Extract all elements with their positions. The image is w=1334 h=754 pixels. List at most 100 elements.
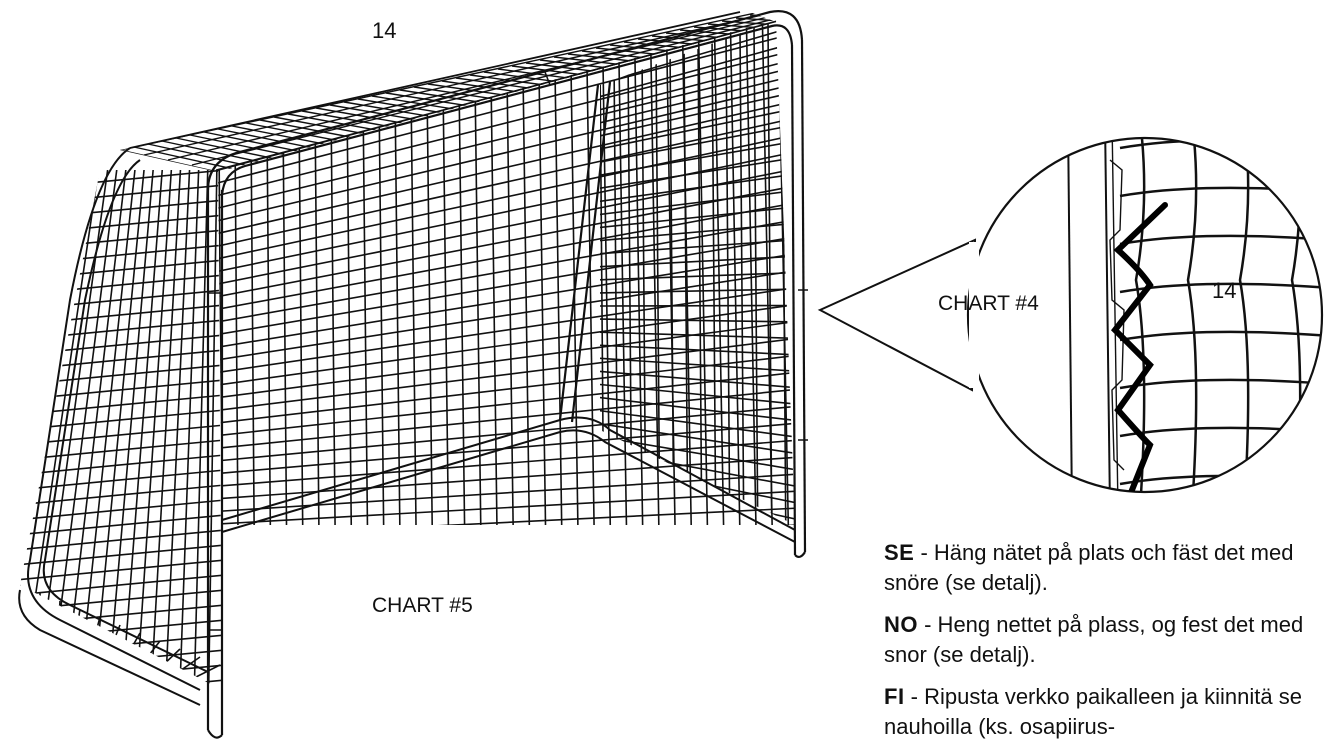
lang-code: NO: [884, 612, 918, 637]
net-strand: [231, 125, 331, 146]
net-strand: [218, 439, 795, 489]
net-strand: [600, 57, 795, 112]
net-strand: [265, 20, 272, 525]
net-strand: [20, 584, 31, 690]
net-strand: [600, 422, 795, 455]
instruction-text: - Heng nettet på plass, og fest det med …: [884, 612, 1304, 667]
net-strand: [1120, 524, 1330, 532]
net-strand: [735, 17, 776, 26]
net-left-panel: [15, 170, 225, 715]
net-strand: [713, 20, 725, 525]
net-strand: [697, 38, 703, 525]
net-strand: [178, 170, 200, 690]
net-strand: [633, 20, 644, 525]
lang-code: SE: [884, 540, 915, 565]
net-strand: [1134, 138, 1146, 492]
net-strand: [218, 456, 795, 501]
net-strand: [361, 20, 369, 525]
net-strand: [20, 634, 222, 656]
net-strand: [600, 396, 795, 422]
net-strand: [218, 235, 795, 339]
net-strand: [600, 24, 795, 86]
net-strand: [77, 616, 101, 690]
net-strand: [20, 439, 222, 461]
net-strand: [600, 288, 795, 294]
net-strand: [218, 286, 795, 376]
net-strand: [218, 524, 795, 525]
net-strand: [245, 122, 345, 143]
net-strand: [681, 20, 693, 525]
net-strand: [753, 26, 759, 525]
net-strand: [218, 507, 795, 525]
net-strand: [20, 499, 222, 521]
net-strand: [553, 20, 563, 525]
net-strand: [120, 170, 164, 690]
net-strand: [600, 344, 795, 356]
net-strand: [15, 695, 225, 715]
net-strand: [20, 469, 222, 491]
net-strand: [20, 679, 222, 690]
net-strand: [218, 65, 795, 214]
net-strand: [20, 544, 222, 566]
net-strand: [20, 349, 222, 371]
net-strand: [725, 32, 731, 525]
net-strand: [600, 40, 795, 99]
net-strand: [77, 170, 137, 690]
net-strand: [441, 20, 450, 525]
instruction-text: - Ripusta verkko paikalleen ja kiinnitä …: [884, 684, 1302, 739]
net-strand: [20, 364, 222, 386]
net-strand: [600, 106, 795, 151]
net-strand: [218, 473, 795, 514]
net-strand: [62, 170, 128, 690]
net-strand: [600, 318, 795, 323]
net-strand: [249, 20, 256, 525]
net-strand: [600, 271, 795, 281]
net-strand: [147, 143, 247, 166]
net-strand: [20, 259, 222, 281]
net-strand: [189, 134, 289, 156]
net-strand: [218, 201, 795, 314]
net-strand: [20, 529, 222, 551]
instruction-se: SE - Häng nätet på plats och fäst det me…: [884, 538, 1324, 598]
net-strand: [781, 20, 787, 525]
net-strand: [20, 424, 222, 446]
net-strand: [218, 320, 795, 401]
part-number-detail: 14: [1212, 278, 1236, 303]
net-strand: [600, 357, 795, 373]
net-strand: [20, 604, 222, 626]
net-strand: [329, 20, 337, 525]
net-strand: [1119, 282, 1322, 294]
net-strand: [600, 331, 795, 340]
net-strand: [600, 238, 795, 255]
net-strand: [120, 149, 219, 172]
net-strand: [569, 20, 580, 525]
net-strand: [218, 99, 795, 239]
net-strand: [697, 20, 709, 525]
net-strand: [218, 82, 795, 226]
net-strand: [259, 119, 359, 140]
net-strand: [521, 20, 531, 525]
net-strand: [218, 133, 795, 264]
net-strand: [218, 116, 795, 251]
net-strand: [20, 334, 222, 356]
net-strand: [313, 20, 320, 525]
net-strand: [600, 172, 795, 203]
net-strand: [218, 490, 795, 525]
net-strand: [215, 21, 776, 171]
net-strand: [20, 244, 222, 266]
net-strand: [281, 20, 288, 525]
net-strand: [191, 18, 773, 166]
net-strand: [91, 170, 146, 690]
net-top-panel: [120, 12, 776, 172]
instruction-no: NO - Heng nettet på plass, og fest det m…: [884, 610, 1324, 670]
net-strand: [1119, 234, 1322, 246]
net-strand: [217, 128, 317, 150]
net-strand: [600, 156, 795, 190]
chart-main-label: CHART #5: [372, 594, 473, 617]
net-strand: [739, 29, 745, 525]
net-strand: [218, 371, 795, 439]
instructions: SE - Häng nätet på plats och fäst det me…: [884, 538, 1324, 754]
net-strand: [600, 189, 795, 216]
net-strand: [617, 20, 628, 525]
net-strand: [161, 140, 261, 163]
